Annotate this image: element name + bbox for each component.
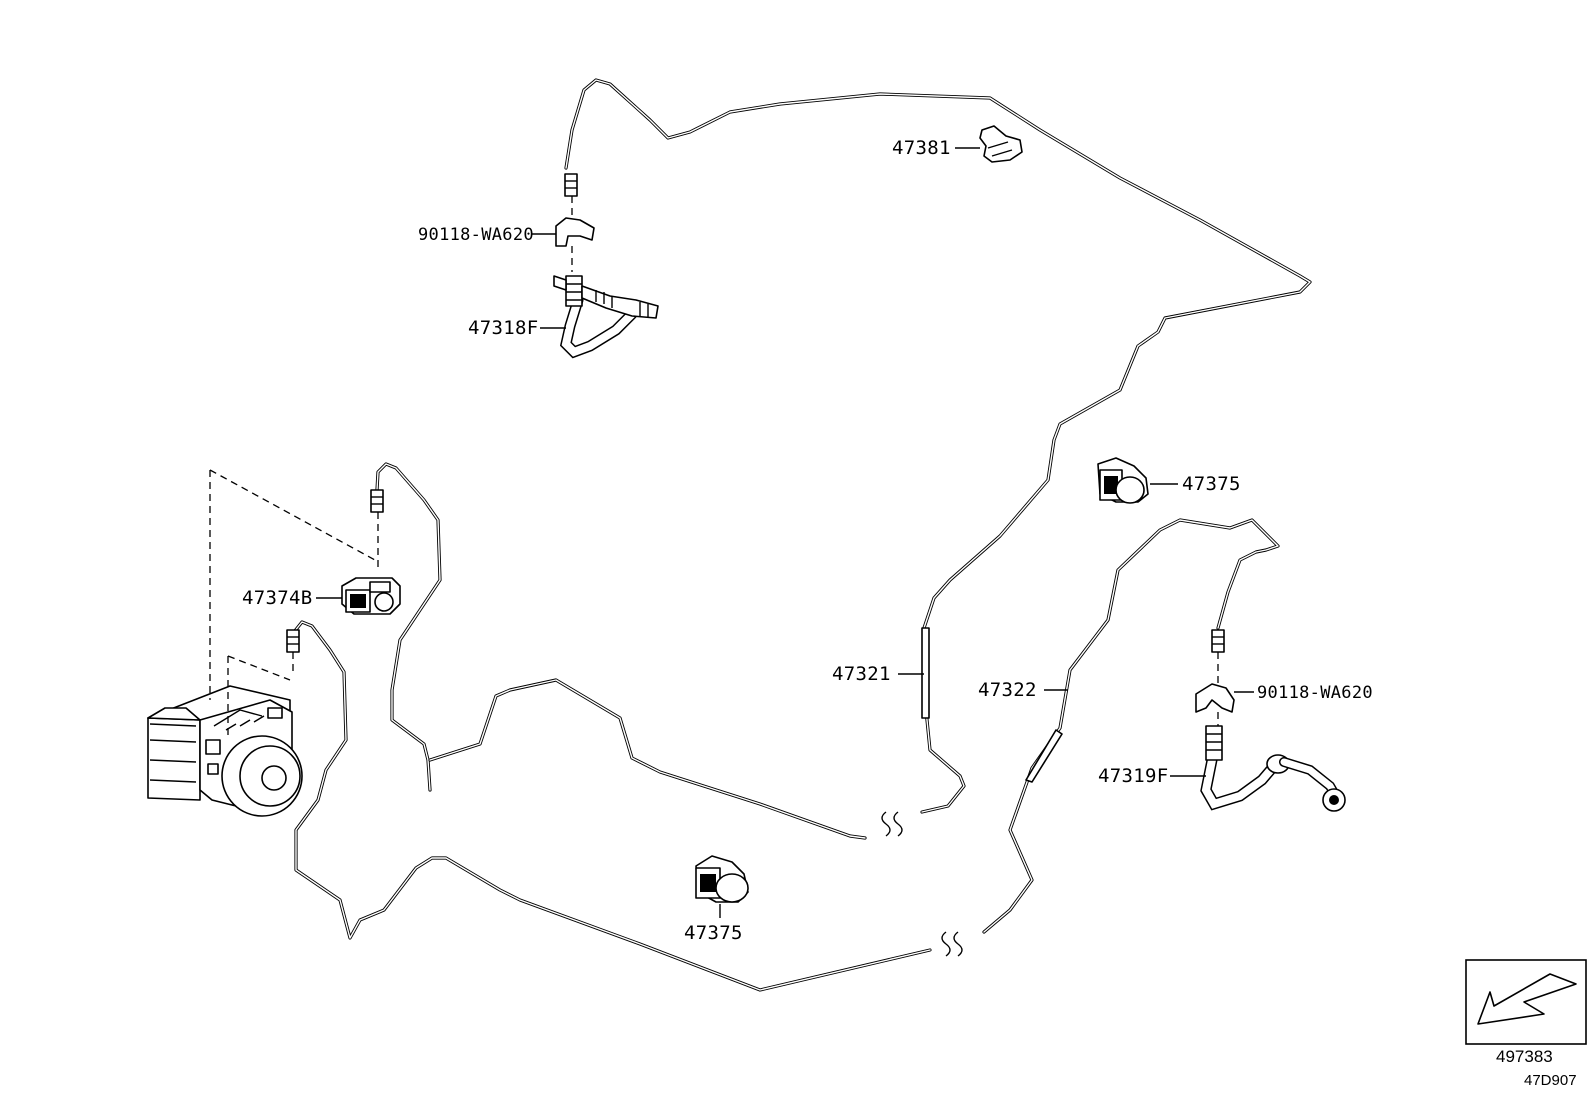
label-90118-wa620-right: 90118-WA620 bbox=[1257, 683, 1373, 703]
diagram-code-label: 47D907 bbox=[1524, 1072, 1577, 1089]
abs-actuator bbox=[147, 685, 303, 817]
clamp-47375-bottom bbox=[695, 855, 749, 903]
view-code-label: 497383 bbox=[1496, 1047, 1553, 1066]
clip-47381 bbox=[979, 125, 1023, 163]
label-47322: 47322 bbox=[978, 679, 1037, 701]
hose-47319F bbox=[1200, 725, 1346, 812]
clamp-47374B bbox=[341, 577, 401, 615]
clip-90118-right bbox=[1195, 652, 1235, 726]
label-90118-wa620-top: 90118-WA620 bbox=[418, 225, 534, 245]
label-47381: 47381 bbox=[892, 137, 951, 159]
brake-line-abs-right bbox=[286, 620, 932, 992]
brake-line-47322 bbox=[982, 518, 1280, 934]
label-47321: 47321 bbox=[832, 663, 891, 685]
clip-90118-top bbox=[555, 196, 595, 272]
label-47375-bottom: 47375 bbox=[684, 922, 743, 944]
view-reference-box bbox=[1465, 959, 1587, 1045]
label-47374B: 47374B bbox=[242, 587, 313, 609]
guide-lines-abs bbox=[209, 469, 379, 740]
break-mark-upper bbox=[881, 811, 903, 837]
label-47375-right: 47375 bbox=[1182, 473, 1241, 495]
label-47319F: 47319F bbox=[1098, 765, 1169, 787]
hose-47318F bbox=[553, 275, 659, 359]
brake-line-upper bbox=[564, 78, 1312, 814]
brake-line-middle bbox=[428, 678, 867, 840]
break-mark-lower bbox=[941, 931, 963, 957]
leader-lines bbox=[316, 147, 1254, 918]
clamp-47375-right bbox=[1097, 457, 1149, 504]
brake-line-abs-left bbox=[370, 462, 442, 792]
label-47318F: 47318F bbox=[468, 317, 539, 339]
